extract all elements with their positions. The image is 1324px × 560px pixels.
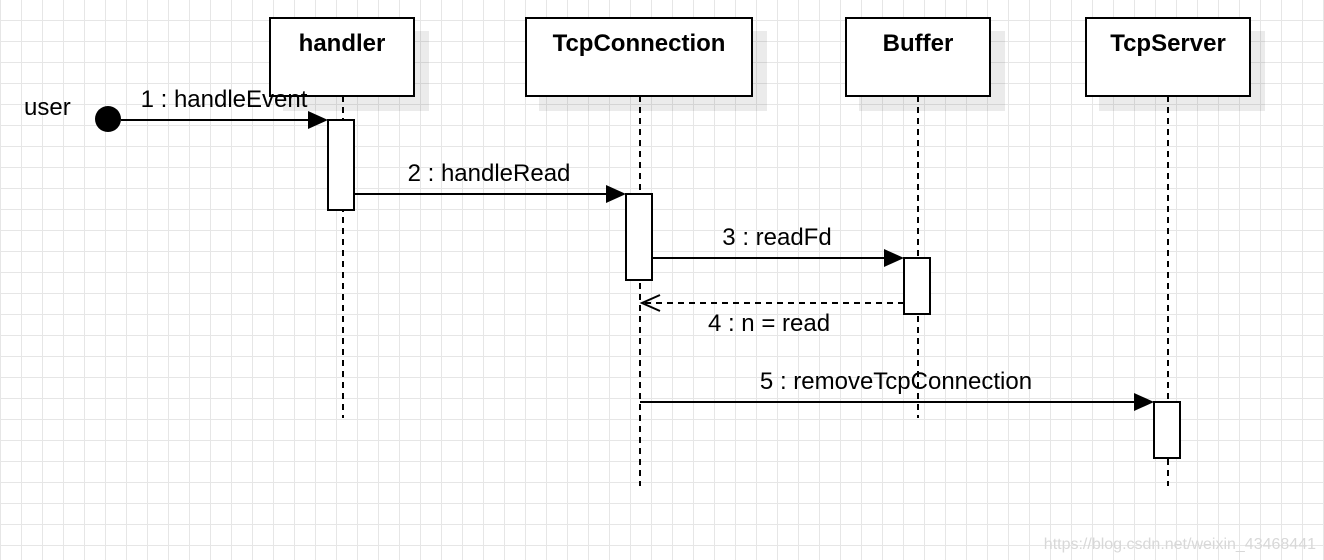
participant-handler-label: handler	[299, 30, 386, 57]
message-1[interactable]: 1 : handleEvent	[121, 86, 328, 129]
participant-tcpconnection-label: TcpConnection	[553, 30, 726, 57]
message-4[interactable]: 4 : n = read	[639, 294, 904, 337]
actor-user-label: user	[24, 94, 71, 121]
actor-user-dot[interactable]	[95, 106, 121, 132]
message-2-label: 2 : handleRead	[408, 160, 571, 187]
activation-handler	[327, 119, 355, 211]
participant-tcpserver[interactable]: TcpServer	[1085, 17, 1251, 97]
message-1-label: 1 : handleEvent	[141, 86, 308, 113]
watermark: https://blog.csdn.net/weixin_43468441	[1043, 536, 1316, 553]
participant-buffer-label: Buffer	[883, 30, 954, 57]
participant-tcpconnection[interactable]: TcpConnection	[525, 17, 753, 97]
message-3[interactable]: 3 : readFd	[652, 224, 904, 267]
message-4-label: 4 : n = read	[708, 310, 830, 337]
activation-tcpconnection	[625, 193, 653, 281]
message-5-label: 5 : removeTcpConnection	[760, 368, 1032, 395]
message-3-label: 3 : readFd	[722, 224, 831, 251]
participant-buffer[interactable]: Buffer	[845, 17, 991, 97]
message-5[interactable]: 5 : removeTcpConnection	[640, 368, 1154, 411]
participant-tcpserver-label: TcpServer	[1110, 30, 1226, 57]
activation-tcpserver	[1153, 401, 1181, 459]
activation-buffer	[903, 257, 931, 315]
message-2[interactable]: 2 : handleRead	[354, 160, 626, 203]
participant-handler[interactable]: handler	[269, 17, 415, 97]
